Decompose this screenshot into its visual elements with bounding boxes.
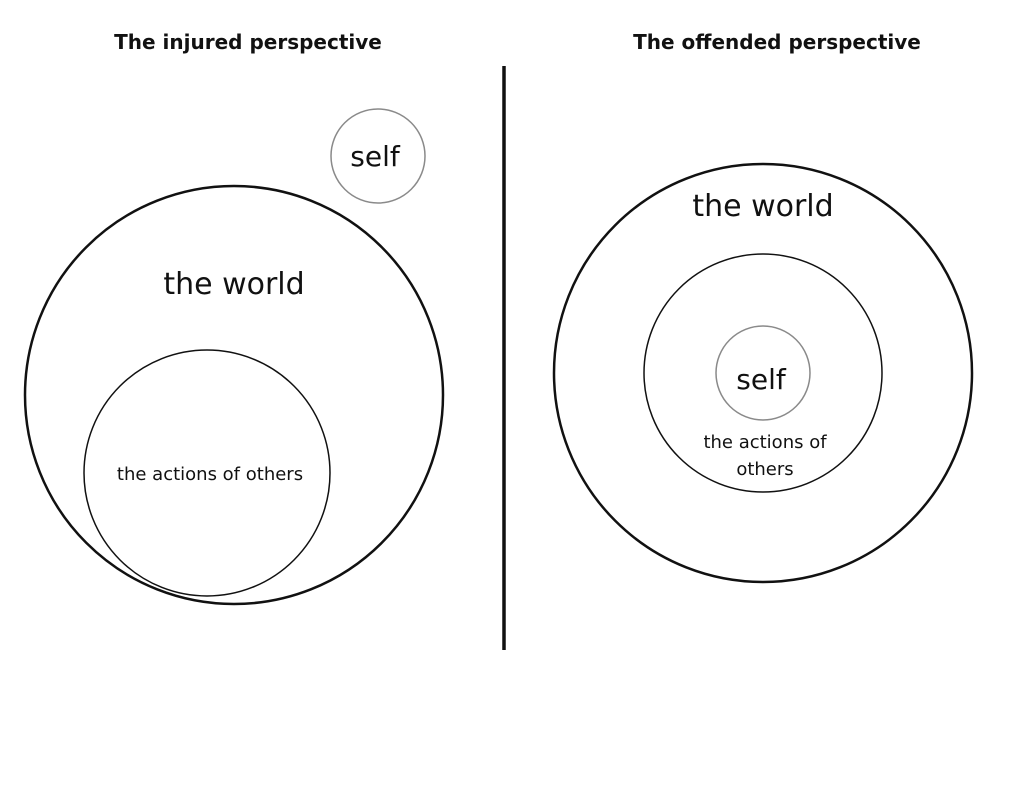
left-panel: The injured perspective self the world t… bbox=[23, 30, 445, 606]
left-self-label: self bbox=[350, 140, 401, 173]
right-panel: The offended perspective the world self … bbox=[552, 30, 974, 584]
left-panel-title: The injured perspective bbox=[114, 30, 382, 54]
right-self-label: self bbox=[736, 363, 787, 396]
left-world-circle bbox=[23, 184, 445, 606]
left-world-label: the world bbox=[163, 267, 304, 302]
right-others-circle bbox=[643, 253, 883, 493]
left-self-circle bbox=[330, 108, 426, 204]
right-world-circle bbox=[552, 162, 974, 584]
right-world-label: the world bbox=[692, 189, 833, 224]
left-others-circle bbox=[83, 349, 331, 597]
left-others-label: the actions of others bbox=[117, 464, 303, 485]
right-others-label-line1: the actions of bbox=[703, 432, 827, 453]
right-others-label-line2: others bbox=[736, 459, 793, 480]
right-panel-title: The offended perspective bbox=[633, 30, 921, 54]
right-self-circle bbox=[715, 325, 811, 421]
